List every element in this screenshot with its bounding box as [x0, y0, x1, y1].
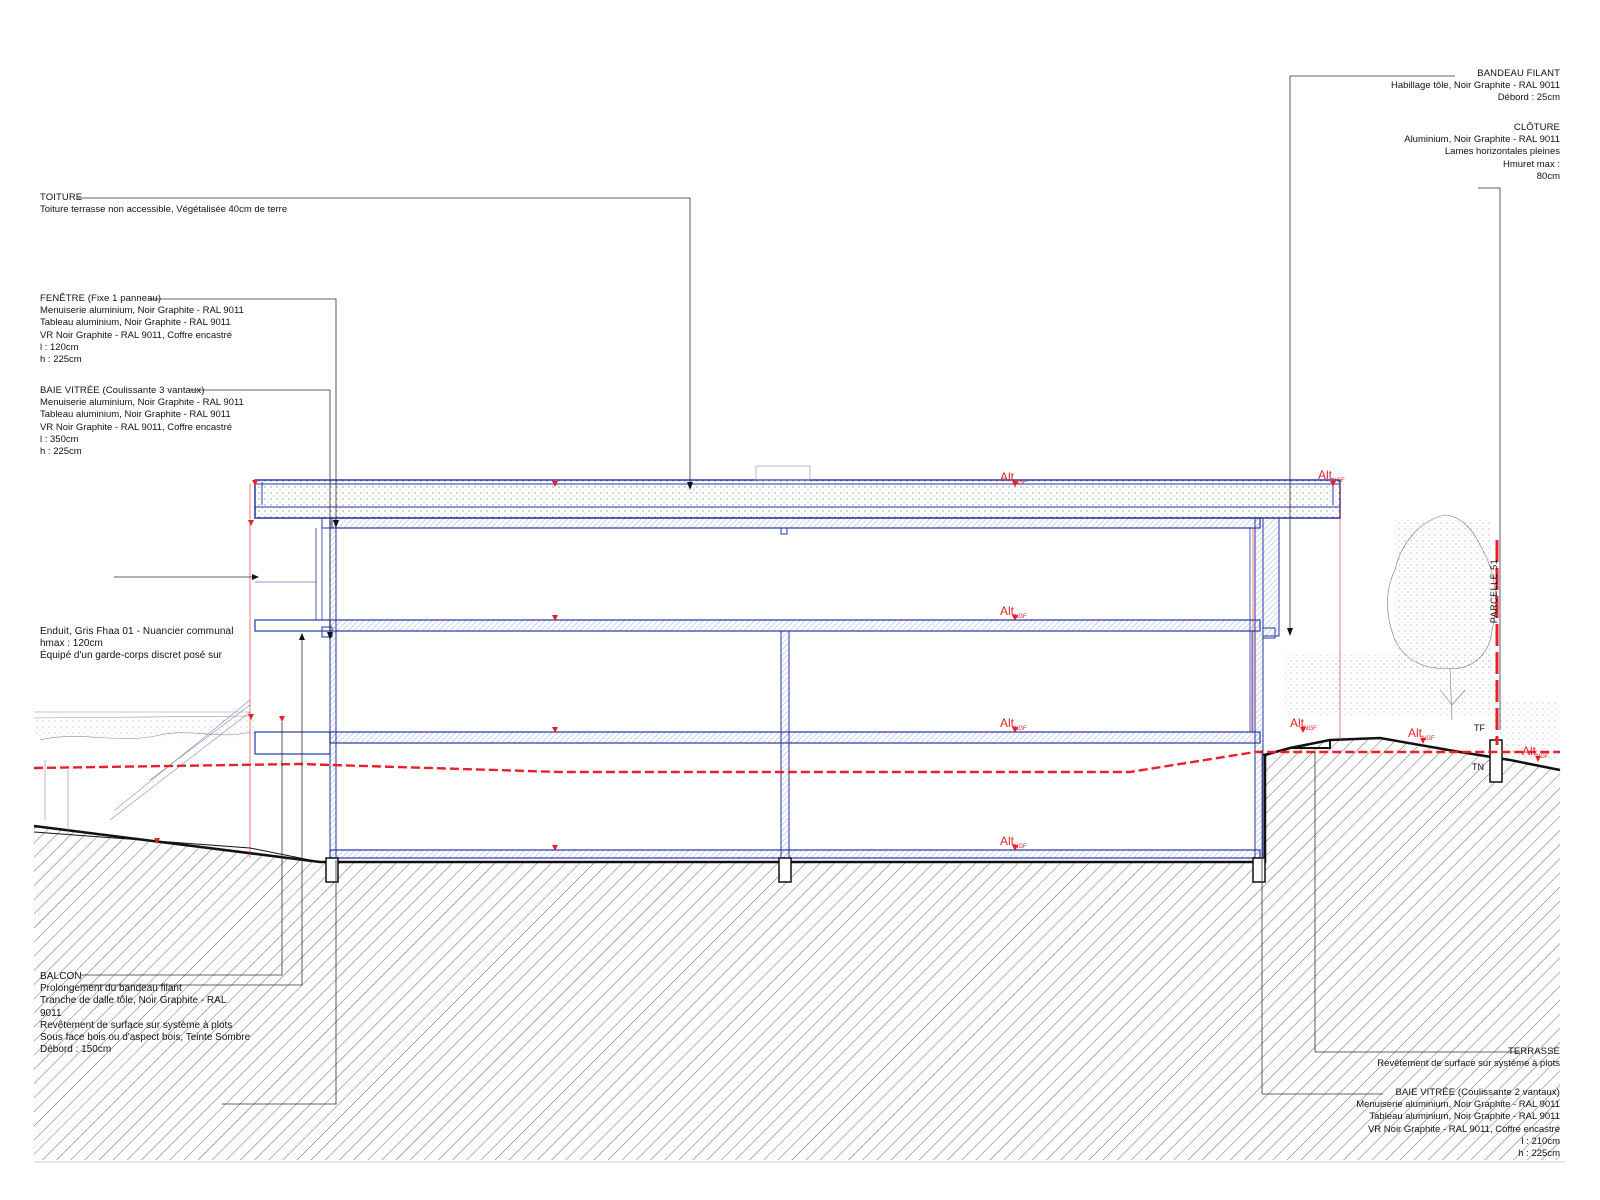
annotation-line: Tableau aluminium, Noir Graphite - RAL 9…	[1369, 1111, 1560, 1123]
level-sub: NGF	[1014, 844, 1027, 850]
level-label: AltNGF	[1000, 716, 1027, 732]
building-structure	[254, 465, 1341, 859]
annotation-line: Tableau aluminium, Noir Graphite - RAL 9…	[40, 317, 231, 329]
annotation-cloture: CLÔTURE Aluminium, Noir Graphite - RAL 9…	[1404, 122, 1560, 183]
level-sub: NGF	[1422, 736, 1435, 742]
annotation-line: Menuiserie aluminium, Noir Graphite - RA…	[40, 397, 244, 409]
ground-hatch	[34, 738, 1560, 1160]
annotation-baie-3: BAIE VITRÉE (Coulissante 3 vantaux) Menu…	[40, 385, 244, 458]
annotation-line: Toiture terrasse non accessible, Végétal…	[40, 204, 288, 216]
level-label: AltNGF	[1000, 604, 1027, 620]
annotation-line: Débord : 25cm	[1497, 92, 1560, 104]
annotation-line: 80cm	[1536, 170, 1560, 182]
annotation-line: 9011	[40, 1007, 62, 1019]
level-text: Alt	[1522, 744, 1537, 758]
level-label: AltNGF	[1318, 468, 1345, 484]
annotation-line: Menuiserie aluminium, Noir Graphite - RA…	[1356, 1099, 1560, 1111]
ground-line	[33, 736, 1561, 864]
level-sub: NGF	[1304, 726, 1317, 732]
level-text: Alt	[1290, 716, 1305, 730]
annotation-line: hmax : 120cm	[40, 638, 103, 650]
level-markers	[154, 480, 1541, 851]
level-label: AltNGF	[1522, 744, 1549, 760]
annotation-line: l : 210cm	[1521, 1135, 1560, 1147]
red-dim-lines	[249, 484, 1341, 858]
tf-label: TF	[1474, 723, 1485, 733]
annotation-title: FENÊTRE (Fixe 1 panneau)	[40, 293, 162, 304]
level-text: Alt	[1000, 604, 1015, 618]
annotation-line: Aluminium, Noir Graphite - RAL 9011	[1404, 134, 1560, 146]
annotation-line: Prolongement du bandeau filant	[40, 983, 182, 995]
annotation-line: VR Noir Graphite - RAL 9011, Coffre enca…	[1367, 1123, 1560, 1135]
leader-lines	[78, 75, 1520, 1105]
annotation-line: Débord : 150cm	[40, 1044, 112, 1056]
level-text: Alt	[1318, 468, 1333, 482]
annotation-fenetre: FENÊTRE (Fixe 1 panneau) Menuiserie alum…	[40, 293, 244, 366]
annotation-title: Enduit, Gris Fhaa 01 - Nuancier communal	[40, 626, 234, 637]
annotation-bandeau: BANDEAU FILANT Habillage tôle, Noir Grap…	[1391, 68, 1560, 105]
level-text: Alt	[1000, 716, 1015, 730]
level-label: AltNGF	[1290, 716, 1317, 732]
level-label: AltNGF	[1000, 470, 1027, 486]
annotation-line: Tranche de dalle tôle, Noir Graphite - R…	[40, 995, 227, 1007]
annotation-line: h : 225cm	[40, 446, 82, 458]
level-sub: NGF	[1014, 614, 1027, 620]
annotation-title: CLÔTURE	[1513, 122, 1560, 133]
annotation-line: h : 225cm	[40, 354, 82, 366]
level-sub: NGF	[1536, 754, 1549, 760]
level-text: Alt	[1000, 834, 1015, 848]
level-sub: NGF	[1014, 726, 1027, 732]
annotation-line: Hmuret max :	[1502, 158, 1560, 170]
terrace-step	[1262, 740, 1331, 756]
annotation-line: Revêtement de surface sur système à plot…	[1377, 1058, 1560, 1070]
annotation-title: BALCON	[40, 971, 82, 982]
annotation-line: Menuiserie aluminium, Noir Graphite - RA…	[40, 305, 244, 317]
annotation-line: l : 120cm	[40, 341, 79, 353]
leader-arrows	[252, 482, 1293, 640]
annotation-title: BANDEAU FILANT	[1477, 68, 1560, 79]
level-text: Alt	[1000, 470, 1015, 484]
level-sub: NGF	[1014, 480, 1027, 486]
natural-ground-dashed	[33, 750, 1560, 774]
level-label: AltNGF	[1408, 726, 1435, 742]
parcel-label: PARCELLE 51	[1489, 552, 1506, 632]
annotation-line: VR Noir Graphite - RAL 9011, Coffre enca…	[40, 421, 233, 433]
annotation-line: Revêtement de surface sur système à plot…	[40, 1019, 233, 1031]
annotation-line: Sous face bois ou d'aspect bois, Teinte …	[40, 1032, 251, 1044]
annotation-terrasse: TERRASSE Revêtement de surface sur systè…	[1377, 1046, 1560, 1070]
annotation-line: Tableau aluminium, Noir Graphite - RAL 9…	[40, 409, 231, 421]
annotation-title: TERRASSE	[1507, 1046, 1560, 1057]
annotation-line: l : 350cm	[40, 433, 79, 445]
annotation-balcon: BALCON Prolongement du bandeau filant Tr…	[40, 971, 250, 1056]
level-label: AltNGF	[1000, 834, 1027, 850]
annotation-line: Équipé d'un garde-corps discret posé sur	[40, 650, 223, 662]
annotation-line: h : 225cm	[1518, 1148, 1560, 1160]
level-text: Alt	[1408, 726, 1423, 740]
annotation-baie-2: BAIE VITRÉE (Coulissante 2 vantaux) Menu…	[1356, 1087, 1560, 1160]
annotation-title: BAIE VITRÉE (Coulissante 2 vantaux)	[1395, 1087, 1560, 1098]
annotation-line: VR Noir Graphite - RAL 9011, Coffre enca…	[40, 329, 233, 341]
annotation-title: TOITURE	[40, 192, 83, 203]
annotation-line: Habillage tôle, Noir Graphite - RAL 9011	[1391, 80, 1560, 92]
annotation-toiture: TOITURE Toiture terrasse non accessible,…	[40, 192, 287, 216]
tn-label: TN	[1472, 762, 1484, 772]
parcel-text: PARCELLE 51	[1489, 558, 1500, 624]
annotation-line: Lames horizontales pleines	[1444, 146, 1560, 158]
annotation-enduit: Enduit, Gris Fhaa 01 - Nuancier communal…	[40, 626, 234, 663]
annotation-title: BAIE VITRÉE (Coulissante 3 vantaux)	[40, 385, 205, 396]
level-sub: NGF	[1332, 478, 1345, 484]
